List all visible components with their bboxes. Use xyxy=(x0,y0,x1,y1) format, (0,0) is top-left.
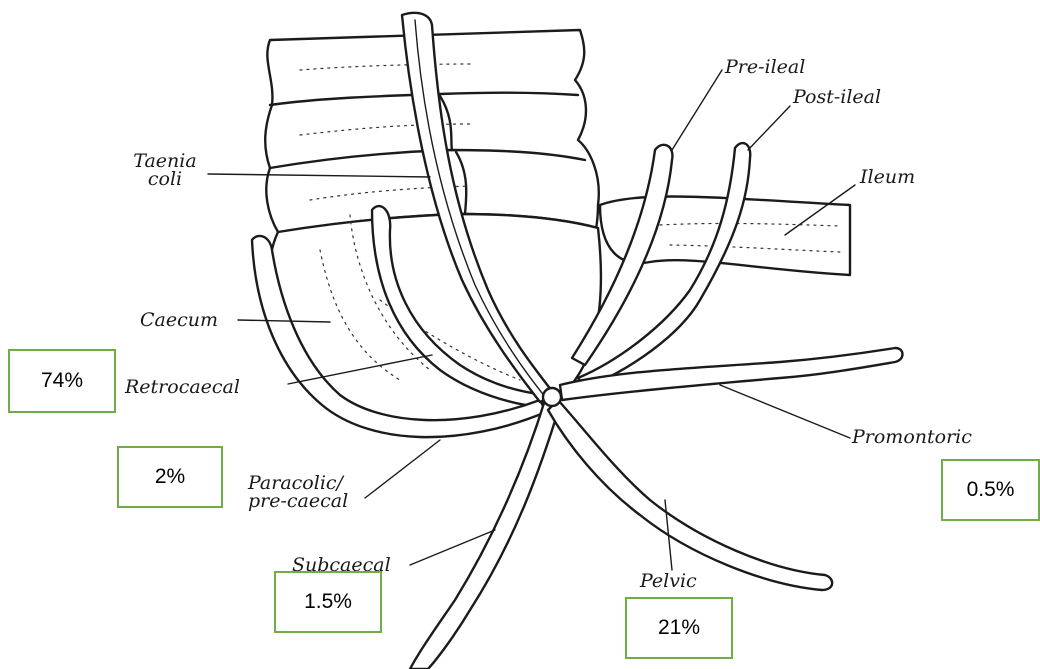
label-caecum: Caecum xyxy=(140,311,218,329)
appendix-base xyxy=(543,388,561,406)
label-ileum: Ileum xyxy=(860,168,915,186)
percent-box-pelvic: 21% xyxy=(625,597,733,659)
label-post-ileal: Post-ileal xyxy=(793,88,881,106)
percent-box-promontoric: 0.5% xyxy=(941,459,1040,521)
percent-box-paracolic: 2% xyxy=(117,446,223,508)
label-promontoric: Promontoric xyxy=(852,428,972,446)
label-pelvic: Pelvic xyxy=(640,572,697,590)
label-paracolic: Paracolic/ pre-caecal xyxy=(248,474,348,510)
pelvic-appendix xyxy=(548,400,832,590)
label-taenia-line2: coli xyxy=(125,170,205,188)
percent-box-retrocaecal: 74% xyxy=(8,349,116,413)
percent-box-subcaecal: 1.5% xyxy=(274,571,382,633)
label-taenia-coli: Taenia coli xyxy=(125,152,205,188)
label-paracolic-line2: pre-caecal xyxy=(248,492,348,510)
label-retrocaecal: Retrocaecal xyxy=(125,378,240,396)
label-pre-ileal: Pre-ileal xyxy=(725,58,805,76)
